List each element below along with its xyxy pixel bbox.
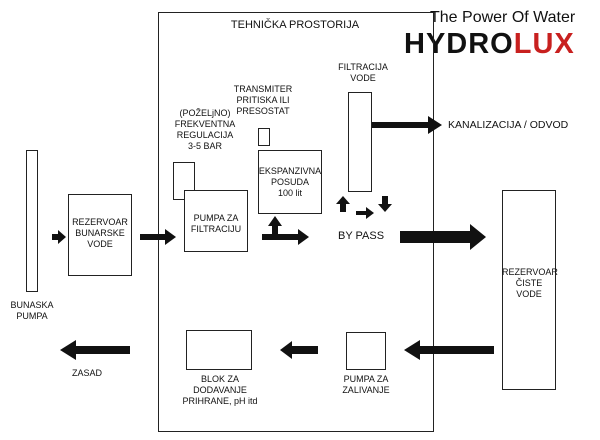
frequency-regulation-label: (POŽELjNO) FREKVENTNA REGULACIJA 3-5 BAR xyxy=(174,108,236,151)
well-water-reservoir-box xyxy=(68,194,132,276)
logo-accent-text: LUX xyxy=(513,28,575,60)
irrigation-pump-box xyxy=(346,332,386,370)
arrow-up-icon xyxy=(336,196,350,212)
nutrient-dosing-block-label: BLOK ZA DODAVANJE PRIHRANE, pH itd xyxy=(182,374,258,406)
arrow-right-icon xyxy=(356,207,374,219)
clean-water-reservoir-label: REZERVOAR ČISTE VODE xyxy=(502,267,558,299)
arrow-up-icon xyxy=(268,216,282,234)
water-filtration-label: FILTRACIJA VODE xyxy=(338,62,388,83)
clean-water-reservoir-box xyxy=(502,190,556,390)
arrow-right-icon xyxy=(372,116,442,134)
expansion-vessel-label: EKSPANZIVNA POSUDA 100 lit xyxy=(258,166,322,198)
room-title: TEHNIČKA PROSTORIJA xyxy=(230,19,360,31)
arrow-right-icon xyxy=(400,224,486,250)
bypass-label: BY PASS xyxy=(338,230,385,242)
arrow-right-icon xyxy=(140,229,176,245)
well-pump-box xyxy=(26,150,38,292)
arrow-left-icon xyxy=(404,340,494,360)
filtration-pump-label: PUMPA ZA FILTRACIJU xyxy=(190,213,242,234)
well-pump-label: BUNASKA PUMPA xyxy=(10,300,54,321)
pressure-transmitter-label: TRANSMITER PRITISKA ILI PRESOSTAT xyxy=(233,84,293,116)
filtration-pump-box xyxy=(184,190,248,252)
arrow-left-icon xyxy=(280,341,318,359)
arrow-left-icon xyxy=(60,340,130,360)
sewage-outlet-label: KANALIZACIJA / ODVOD xyxy=(448,119,569,131)
brand-tagline: The Power Of Water xyxy=(430,9,576,26)
plantation-label: ZASAD xyxy=(72,368,103,378)
logo-main-text: HYDRO xyxy=(404,28,514,60)
arrow-right-icon xyxy=(262,229,309,245)
water-filtration-box xyxy=(348,92,372,192)
arrow-down-icon xyxy=(378,196,392,212)
pressure-transmitter-box xyxy=(258,128,270,146)
nutrient-dosing-block-box xyxy=(186,330,252,370)
expansion-vessel-box xyxy=(258,150,322,214)
brand-logo: HYDROLUX xyxy=(404,28,575,61)
technical-room-frame xyxy=(158,12,434,432)
irrigation-pump-label: PUMPA ZA ZALIVANJE xyxy=(342,374,390,395)
well-water-reservoir-label: REZERVOAR BUNARSKE VODE xyxy=(72,217,128,249)
arrow-right-icon xyxy=(52,230,66,244)
